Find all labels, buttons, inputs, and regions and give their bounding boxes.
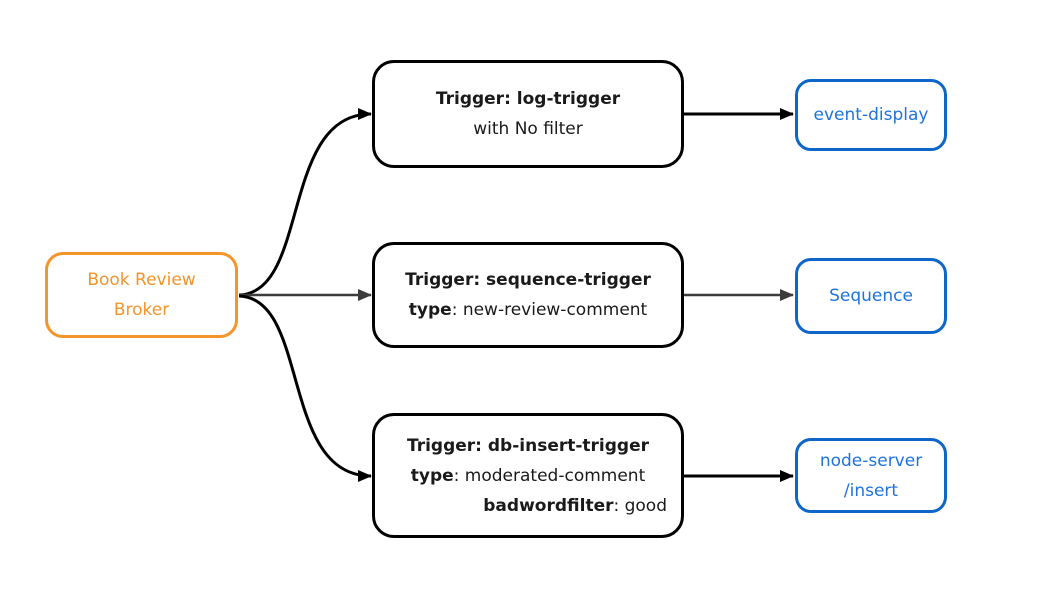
trigger-node-log-trigger: Trigger: log-trigger with No filter <box>372 60 684 168</box>
sink-label: event-display <box>813 105 929 125</box>
sink-label-line1: node-server <box>819 450 923 471</box>
trigger-attribute-key: badwordfilter <box>483 495 614 516</box>
sink-node-node-server-insert: node-server /insert <box>795 438 947 513</box>
trigger-node-sequence-trigger: Trigger: sequence-trigger type: new-revi… <box>372 242 684 348</box>
trigger-attribute-key: type <box>408 300 452 320</box>
broker-label-line1: Book Review <box>87 270 196 290</box>
trigger-attribute-value: : moderated-comment <box>453 465 646 486</box>
trigger-attribute-key: type <box>410 465 454 486</box>
trigger-node-db-insert-trigger: Trigger: db-insert-trigger type: moderat… <box>372 413 684 538</box>
trigger-title: Trigger: db-insert-trigger <box>406 435 650 456</box>
trigger-attribute-value: : good <box>613 495 667 516</box>
trigger-attribute: type: moderated-comment <box>411 461 646 491</box>
trigger-filter-text: with No filter <box>473 119 583 139</box>
sink-node-event-display: event-display <box>795 79 947 151</box>
trigger-attribute: badwordfilter: good <box>483 491 667 521</box>
trigger-attribute: type: new-review-comment <box>409 295 647 325</box>
trigger-title: Trigger: sequence-trigger <box>405 270 651 290</box>
trigger-title: Trigger: log-trigger <box>435 89 621 109</box>
broker-label-line2: Broker <box>113 300 170 320</box>
sink-node-sequence: Sequence <box>795 258 947 334</box>
broker-node: Book Review Broker <box>45 252 238 338</box>
sink-label-line2: /insert <box>843 480 899 501</box>
trigger-attribute-value: : new-review-comment <box>451 300 648 320</box>
edge-broker-to-db-insert-trigger <box>238 294 372 482</box>
edge-broker-to-log-trigger <box>238 108 372 297</box>
sink-label: Sequence <box>829 286 913 306</box>
